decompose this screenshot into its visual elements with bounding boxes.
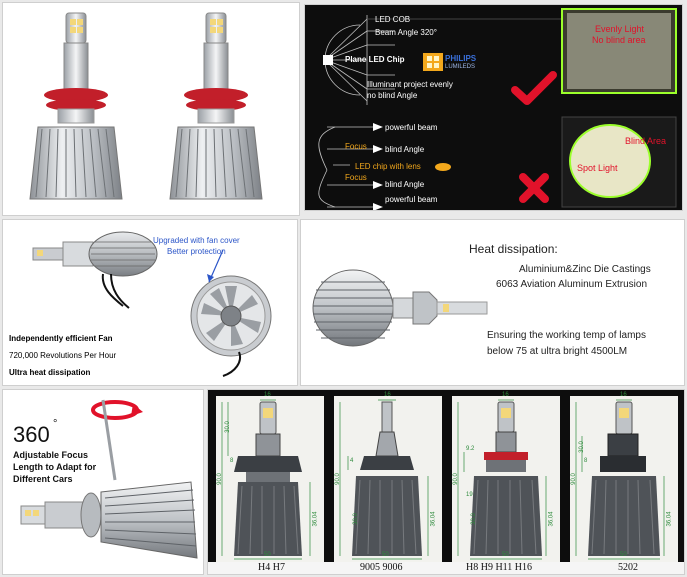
rotate-line1: Adjustable Focus: [13, 450, 89, 460]
dimension-panel: 16 90.0 30.0 8 36.04 50 16 90.0 30.0 4 3…: [208, 390, 684, 574]
powerful-beam-bottom-label: powerful beam: [385, 195, 438, 204]
heat-line1: Aluminium&Zinc Die Castings: [519, 264, 651, 275]
philips-logo: [423, 53, 443, 71]
fan-images: [32, 231, 272, 377]
rotate-arrow-icon: [91, 399, 143, 481]
dim-card-5202: 16 90.0 30.0 8 36.04 50: [570, 392, 678, 562]
illuminant-line1: Illuminant project evenly: [367, 80, 453, 89]
heat-line4: below 75 at ultra bright 4500LM: [487, 346, 628, 357]
dim3-b: 30.0: [470, 513, 477, 525]
blind-angle-label-2: blind Angle: [385, 180, 425, 189]
heat-title: Heat dissipation:: [469, 242, 558, 256]
evenly-light-label: Evenly Light: [595, 24, 645, 34]
dim2-a: 90.0: [334, 473, 341, 485]
dim2-w: 50: [382, 552, 389, 558]
spot-light-label: Spot Light: [577, 163, 618, 173]
dim2-d: 36.04: [430, 511, 437, 527]
powerful-beam-top-label: powerful beam: [385, 123, 438, 132]
blind-angle-label-1: blind Angle: [385, 145, 425, 154]
upgraded-fan-label: Upgraded with fan cover: [153, 236, 240, 245]
dim4-c: 8: [584, 458, 588, 464]
dim-drawing-h8-h16: [457, 399, 547, 560]
dim4-b: 30.0: [578, 441, 585, 453]
check-mark-icon: [511, 71, 557, 105]
philips-label: PHILIPS: [445, 54, 477, 63]
dim4-w: 50: [620, 552, 627, 558]
dim2-c: 4: [350, 458, 354, 464]
dim1-a: 90.0: [216, 473, 223, 485]
fan-line1: Independently efficient Fan: [9, 334, 113, 343]
fan-line2: 720,000 Revolutions Per Hour: [9, 351, 117, 360]
rotate-panel: 360 ° Adjustable Focus Length to Adapt f…: [3, 390, 203, 574]
model-label-9005-9006: 9005 9006: [360, 562, 403, 573]
dim3-e: 36.04: [548, 511, 555, 527]
cross-mark-icon: [519, 173, 549, 203]
dim3-top: 16: [502, 392, 509, 398]
beam-comparison-panel: LED COB Beam Angle 320° Plane LED Chip P…: [305, 5, 682, 210]
two-bulbs-image: [29, 12, 263, 200]
heat-line2: 6063 Aviation Aluminum Extrusion: [496, 279, 648, 290]
rotate-degrees: 360: [13, 422, 50, 447]
dim4-a: 90.0: [570, 473, 577, 485]
focus-label-2: Focus: [345, 173, 367, 182]
heat-bulb-image: [312, 269, 488, 347]
dim4-d: 36.04: [666, 511, 673, 527]
dim-drawing-9005-9006: [339, 399, 429, 560]
fan-line3: Ultra heat dissipation: [9, 368, 91, 377]
focus-label-1: Focus: [345, 142, 367, 151]
dim3-d: 19: [466, 492, 473, 498]
dim2-top: 16: [384, 392, 391, 398]
model-label-h8-h16: H8 H9 H11 H16: [466, 562, 533, 573]
fan-panel: Upgraded with fan cover Better protectio…: [3, 220, 297, 385]
led-chip-lens-label: LED chip with lens: [355, 162, 421, 171]
rotate-degree-sign: °: [53, 418, 58, 430]
dim2-b: 30.0: [352, 513, 359, 525]
two-bulbs-panel: [3, 3, 299, 215]
no-blind-area-label: No blind area: [592, 35, 646, 45]
rotate-line2: Length to Adapt for: [13, 462, 97, 472]
dim1-d: 36.04: [312, 511, 319, 527]
heat-line3: Ensuring the working temp of lamps: [487, 330, 646, 341]
dim-drawing-5202: [575, 399, 665, 560]
beam-angle-label: Beam Angle 320°: [375, 28, 437, 37]
plane-led-chip-label: Plane LED Chip: [345, 55, 405, 64]
spot-light-ellipse: [569, 124, 651, 198]
model-label-5202: 5202: [618, 562, 638, 573]
blind-area-label: Blind Area: [625, 136, 667, 146]
dim-drawing-h4-h7: [221, 399, 311, 560]
dim1-top: 16: [264, 392, 271, 398]
dim-card-h8-h16: 16 90.0 30.0 9.2 19 36.04 50: [452, 392, 560, 562]
dim4-top: 16: [620, 392, 627, 398]
beam-diagram: [318, 8, 677, 210]
rotate-bulb-image: [20, 399, 198, 559]
model-label-h4-h7: H4 H7: [258, 562, 285, 573]
dim1-c: 8: [230, 458, 234, 464]
dim-card-9005-9006: 16 90.0 30.0 4 36.04 50: [334, 392, 442, 562]
dim3-a: 90.0: [452, 473, 459, 485]
dim3-w: 50: [502, 552, 509, 558]
led-cob-label: LED COB: [375, 15, 411, 24]
lumileds-label: LUMILEDS: [445, 64, 476, 70]
illuminant-line2: no blind Angle: [367, 91, 418, 100]
dim3-c: 9.2: [466, 446, 475, 452]
rotate-line3: Different Cars: [13, 474, 73, 484]
heat-dissipation-panel: Heat dissipation: Aluminium&Zinc Die Cas…: [301, 220, 684, 385]
dim1-w: 50: [264, 552, 271, 558]
dim-card-h4-h7: 16 90.0 30.0 8 36.04 50: [216, 392, 324, 562]
dim1-b: 30.0: [224, 421, 231, 433]
better-protection-label: Better protection: [167, 247, 226, 256]
